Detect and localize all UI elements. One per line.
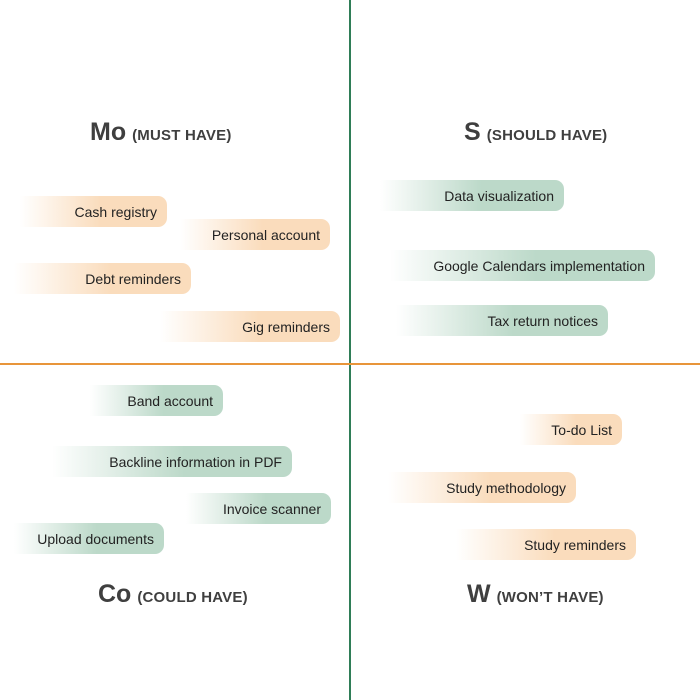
must-have-label: (MUST HAVE) xyxy=(132,127,232,144)
chip-invoice-scanner: Invoice scanner xyxy=(186,493,331,524)
chip-study-reminders: Study reminders xyxy=(456,529,636,560)
should-have-letter: S xyxy=(464,118,481,146)
should-have-heading: S (SHOULD HAVE) xyxy=(464,118,607,147)
chip-personal-account: Personal account xyxy=(180,219,330,250)
wont-have-label: (WON’T HAVE) xyxy=(496,589,604,606)
vertical-divider xyxy=(349,0,351,700)
wont-have-letter: W xyxy=(467,580,491,608)
chip-data-visualization: Data visualization xyxy=(380,180,564,211)
chip-upload-documents: Upload documents xyxy=(14,523,164,554)
chip-backline-information: Backline information in PDF xyxy=(52,446,292,477)
chip-tax-return-notices: Tax return notices xyxy=(396,305,608,336)
could-have-label: (COULD HAVE) xyxy=(137,589,248,606)
should-have-label: (SHOULD HAVE) xyxy=(486,127,608,144)
chip-cash-registry: Cash registry xyxy=(20,196,167,227)
must-have-letter: Mo xyxy=(90,118,127,146)
chip-study-methodology: Study methodology xyxy=(388,472,576,503)
wont-have-heading: W (WON’T HAVE) xyxy=(467,580,604,609)
chip-debt-reminders: Debt reminders xyxy=(14,263,191,294)
chip-band-account: Band account xyxy=(90,385,223,416)
chip-to-do-list: To-do List xyxy=(520,414,622,445)
could-have-heading: Co (COULD HAVE) xyxy=(98,580,248,609)
horizontal-divider xyxy=(0,363,700,365)
could-have-letter: Co xyxy=(98,580,132,608)
chip-google-calendars: Google Calendars implementation xyxy=(390,250,655,281)
must-have-heading: Mo (MUST HAVE) xyxy=(90,118,232,147)
chip-gig-reminders: Gig reminders xyxy=(160,311,340,342)
